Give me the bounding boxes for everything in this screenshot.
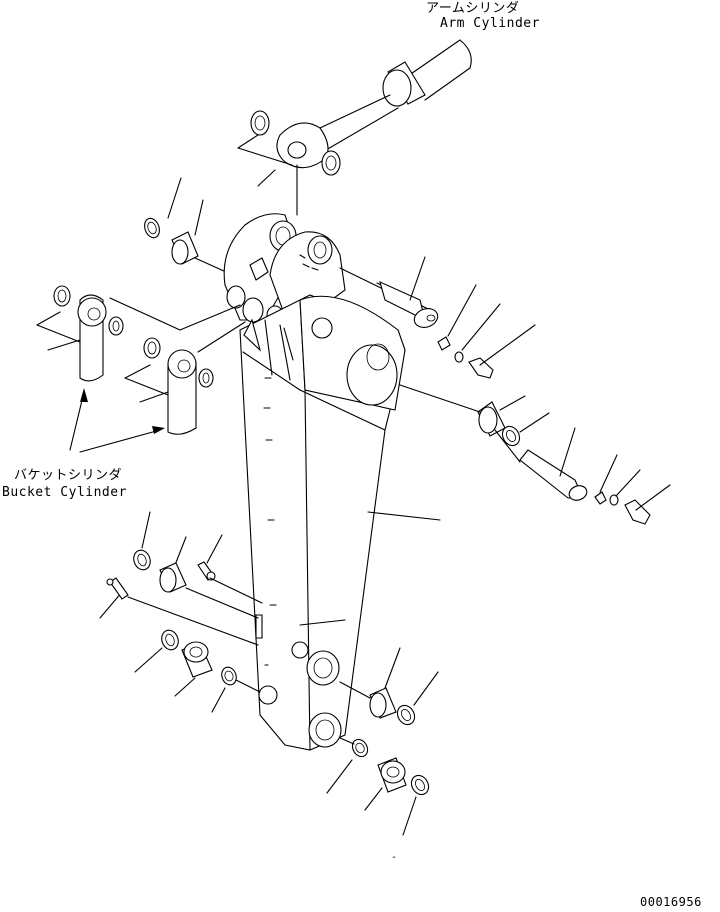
mid-right-bushing-and-pin	[367, 384, 671, 525]
bucket-cylinder-1	[36, 285, 241, 382]
bucket-cylinder-callout-arrows	[69, 388, 165, 453]
arm-cylinder-label-jp: アームシリンダ	[426, 1, 520, 16]
arm-cylinder	[237, 39, 472, 216]
lower-right-hardware	[326, 647, 439, 836]
top-left-seal-and-bushing	[144, 177, 256, 286]
lower-left-hardware	[99, 511, 263, 713]
minor-mark: -	[391, 852, 398, 863]
arm-cylinder-label-en: Arm Cylinder	[440, 16, 540, 31]
arm-body	[239, 294, 406, 751]
drawing-number: 00016956	[640, 895, 702, 909]
bucket-cylinder-label-jp: バケットシリンダ	[14, 468, 123, 483]
top-right-pin-assembly	[339, 256, 536, 379]
bucket-cylinder-2	[124, 321, 246, 435]
bucket-cylinder-label-en: Bucket Cylinder	[2, 485, 127, 500]
